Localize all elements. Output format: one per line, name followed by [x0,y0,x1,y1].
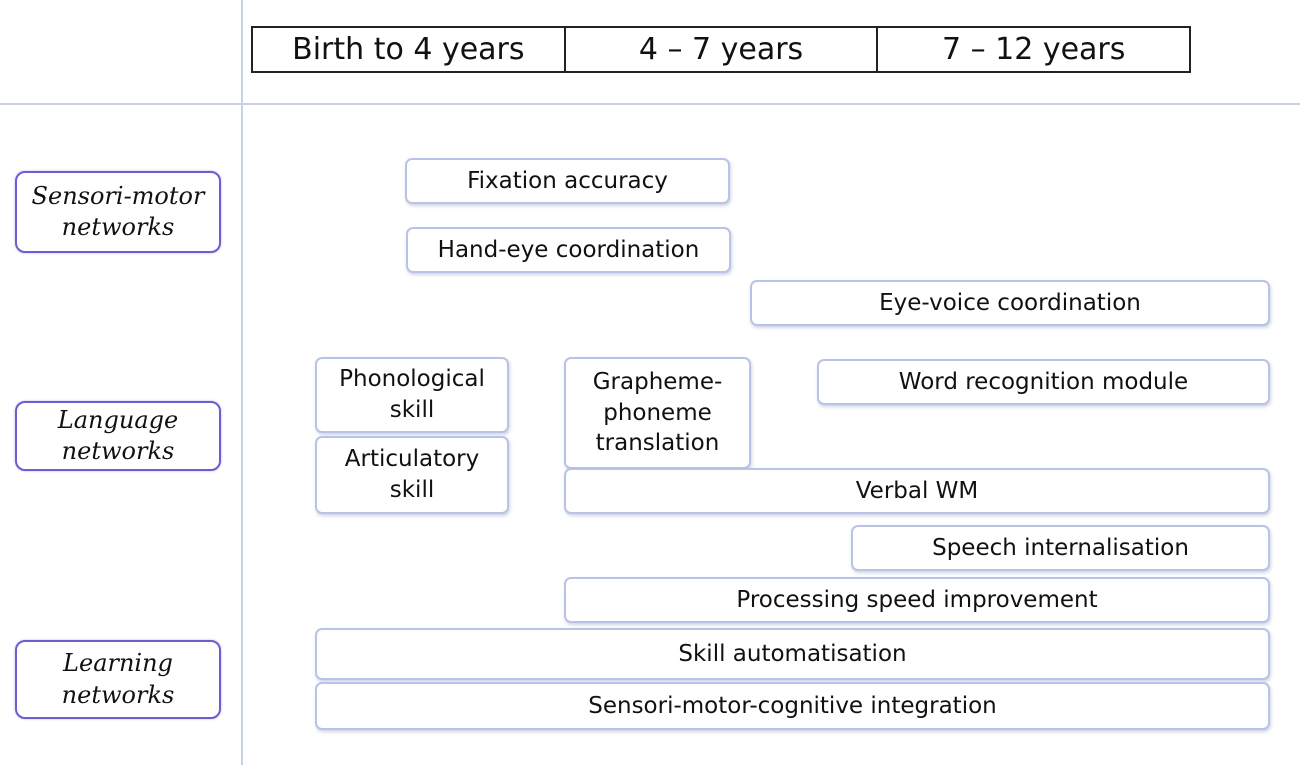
age-header: Birth to 4 years 4 – 7 years 7 – 12 year… [251,26,1191,73]
bar-sensori-motor-cognitive-integration: Sensori-motor-cognitive integration [315,682,1270,730]
bar-verbal-wm: Verbal WM [564,468,1270,514]
age-column-birth-4: Birth to 4 years [253,28,566,71]
vertical-guide-line [241,0,243,765]
network-learning: Learning networks [15,640,221,719]
bar-eye-voice-coordination: Eye-voice coordination [750,280,1270,326]
network-language: Language networks [15,401,221,471]
network-sensori-motor: Sensori-motor networks [15,171,221,253]
bar-articulatory-skill: Articulatory skill [315,436,509,514]
bar-processing-speed-improvement: Processing speed improvement [564,577,1270,623]
horizontal-guide-line [0,103,1300,105]
bar-phonological-skill: Phonological skill [315,357,509,433]
age-column-7-12: 7 – 12 years [941,32,1126,67]
bar-fixation-accuracy: Fixation accuracy [405,158,730,204]
bar-speech-internalisation: Speech internalisation [851,525,1270,571]
bar-word-recognition-module: Word recognition module [817,359,1270,405]
age-column-4-7: 4 – 7 years [566,28,879,71]
bar-grapheme-phoneme-translation: Grapheme- phoneme translation [564,357,751,469]
bar-hand-eye-coordination: Hand-eye coordination [406,227,731,273]
bar-skill-automatisation: Skill automatisation [315,628,1270,680]
